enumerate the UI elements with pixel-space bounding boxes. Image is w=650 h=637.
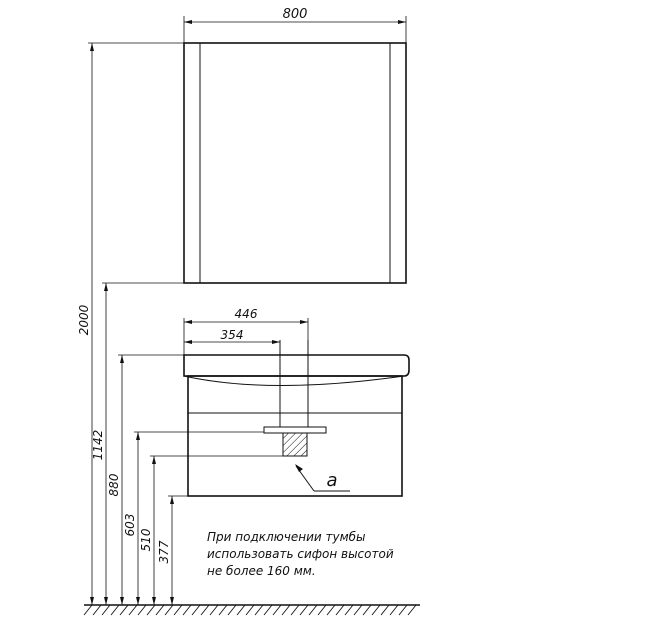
floor-hatching: [83, 604, 417, 616]
floor-hatch-tick: [209, 604, 219, 616]
floor-hatch-tick: [362, 604, 372, 616]
dimension-1142: 1142: [91, 282, 184, 605]
dimension-880-label: 880: [107, 473, 121, 496]
floor-hatch-tick: [245, 604, 255, 616]
floor-hatch-tick: [146, 604, 156, 616]
floor-hatch-tick: [335, 604, 345, 616]
floor-hatch-tick: [119, 604, 129, 616]
floor-hatch-tick: [389, 604, 399, 616]
mirror-cabinet: [183, 42, 407, 284]
floor-hatch-tick: [182, 604, 192, 616]
floor-hatch-tick: [173, 604, 183, 616]
note-line-3: не более 160 мм.: [207, 564, 316, 578]
floor-hatch-tick: [218, 604, 228, 616]
floor-hatch-tick: [155, 604, 165, 616]
dimension-446: 446: [183, 307, 309, 355]
floor-hatch-tick: [200, 604, 210, 616]
floor-hatch-tick: [164, 604, 174, 616]
floor-hatch-tick: [317, 604, 327, 616]
dimension-603: 603: [123, 431, 264, 605]
floor-hatch-tick: [398, 604, 408, 616]
dimension-377-label: 377: [157, 540, 171, 563]
floor-hatch-tick: [371, 604, 381, 616]
dimension-2000: 2000: [77, 42, 184, 605]
floor-hatch-tick: [137, 604, 147, 616]
dimension-354: 354: [184, 328, 280, 344]
floor-hatch-tick: [101, 604, 111, 616]
floor-hatch-tick: [407, 604, 417, 616]
floor-hatch-tick: [344, 604, 354, 616]
floor-hatch-tick: [92, 604, 102, 616]
floor-hatch-tick: [290, 604, 300, 616]
siphon-flange: [263, 426, 327, 434]
installation-note: При подключении тумбы использовать сифон…: [207, 530, 394, 578]
dimension-377: 377: [157, 495, 188, 605]
floor-hatch-tick: [272, 604, 282, 616]
floor-hatch-tick: [191, 604, 201, 616]
basin-curve: [183, 375, 405, 386]
floor: [83, 604, 420, 616]
floor-hatch-tick: [299, 604, 309, 616]
dimension-800: 800: [183, 7, 407, 43]
floor-hatch-tick: [83, 604, 93, 616]
dimension-2000-label: 2000: [77, 304, 91, 335]
floor-hatch-tick: [326, 604, 336, 616]
floor-hatch-tick: [308, 604, 318, 616]
floor-hatch-tick: [281, 604, 291, 616]
floor-hatch-tick: [380, 604, 390, 616]
floor-hatch-tick: [227, 604, 237, 616]
dimension-603-label: 603: [123, 514, 137, 537]
floor-hatch-tick: [236, 604, 246, 616]
dimension-510-label: 510: [139, 528, 153, 551]
dimension-354-label: 354: [221, 328, 244, 342]
callout-a-label: a: [326, 470, 337, 491]
floor-hatch-tick: [128, 604, 138, 616]
mirror-frame-inner: [199, 42, 391, 284]
vanity-body: [187, 375, 403, 497]
callout-a: a: [295, 464, 350, 492]
basin-top: [183, 354, 410, 377]
floor-hatch-tick: [254, 604, 264, 616]
mirror-frame-outer: [183, 42, 407, 284]
note-line-1: При подключении тумбы: [207, 530, 366, 544]
floor-hatch-tick: [110, 604, 120, 616]
siphon-outlet-hatched: [282, 432, 308, 457]
dimension-880: 880: [107, 354, 184, 605]
dimension-1142-label: 1142: [91, 430, 105, 461]
dimension-510: 510: [139, 455, 283, 605]
vanity-cabinet: [183, 354, 410, 497]
dimension-446-label: 446: [235, 307, 258, 321]
floor-hatch-tick: [263, 604, 273, 616]
note-line-2: использовать сифон высотой: [207, 547, 394, 561]
siphon: [263, 340, 327, 457]
floor-hatch-tick: [353, 604, 363, 616]
dimension-800-label: 800: [283, 7, 308, 22]
